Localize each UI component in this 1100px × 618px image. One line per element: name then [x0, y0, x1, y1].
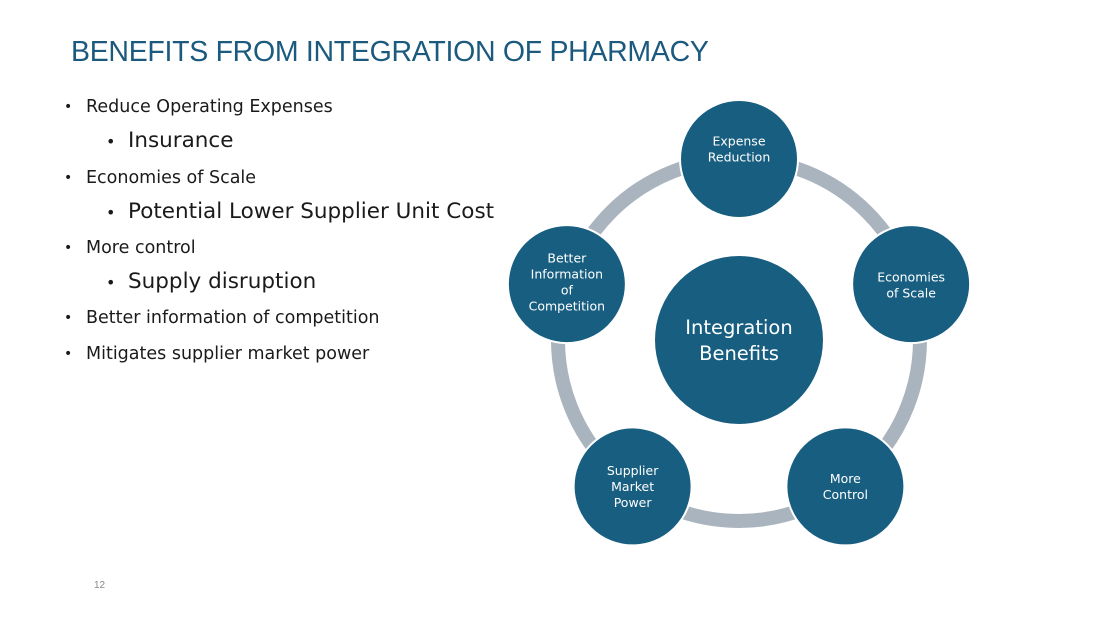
bullet-icon: • — [106, 132, 116, 151]
bullet-text: Supply disruption — [128, 269, 317, 294]
bullet-icon: • — [64, 346, 73, 362]
bullet-list: • Reduce Operating Expenses • Insurance • E… — [62, 96, 494, 365]
bullet-text: Mitigates supplier market power — [86, 344, 370, 364]
bullet-text: Economies of Scale — [86, 168, 257, 188]
center-node-integration-benefits-circle — [653, 254, 825, 426]
cycle-node-better-information-of-competition-circle — [506, 224, 627, 345]
bullet-item: • More control — [62, 237, 494, 259]
bullet-icon: • — [64, 170, 73, 186]
bullet-icon: • — [64, 240, 73, 256]
cycle-node-supplier-market-power-circle — [572, 426, 693, 547]
bullet-item: • Better information of competition — [62, 307, 494, 329]
page-number: 12 — [94, 580, 106, 591]
bullet-item: • Mitigates supplier market power — [62, 343, 494, 365]
cycle-node-expense-reduction-circle — [679, 99, 799, 219]
bullet-icon: • — [106, 203, 116, 222]
bullet-item: • Economies of Scale — [62, 167, 494, 189]
bullet-icon: • — [64, 99, 73, 115]
bullet-icon: • — [106, 273, 116, 292]
sub-bullet-item: • Insurance — [62, 128, 494, 154]
sub-bullet-item: • Potential Lower Supplier Unit Cost — [62, 199, 494, 225]
cycle-node-economies-of-scale-circle — [851, 224, 972, 345]
bullet-text: More control — [86, 238, 196, 258]
bullet-text: Reduce Operating Expenses — [86, 97, 333, 117]
cycle-node-more-control-circle — [785, 426, 906, 547]
bullet-text: Insurance — [128, 128, 234, 153]
bullet-item: • Reduce Operating Expenses — [62, 96, 494, 118]
bullet-text: Better information of competition — [86, 308, 380, 328]
sub-bullet-item: • Supply disruption — [62, 269, 494, 295]
bullet-text: Potential Lower Supplier Unit Cost — [128, 199, 495, 224]
bullet-icon: • — [64, 310, 73, 326]
slide-title: BENEFITS FROM INTEGRATION OF PHARMACY — [71, 36, 709, 68]
